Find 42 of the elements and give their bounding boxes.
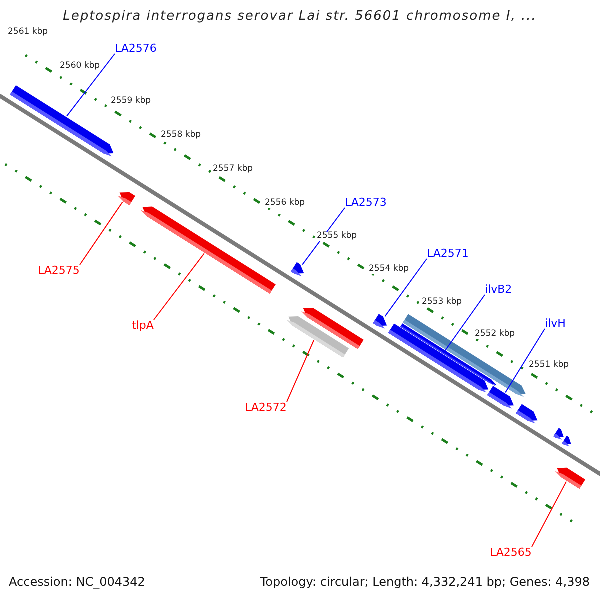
gene-label: LA2576 (115, 43, 157, 54)
gene-label: LA2575 (38, 265, 80, 276)
gene-label: LA2565 (490, 547, 532, 558)
leader-line (286, 340, 314, 402)
scale-label: 2556 kbp (265, 199, 306, 208)
scale-label: 2561 kbp (8, 28, 48, 36)
scale-label: 2559 kbp (111, 97, 152, 106)
gene-feature (555, 468, 586, 489)
gene-feature (554, 428, 564, 440)
scale-label: 2557 kbp (213, 165, 254, 174)
gene-label: ilvH (545, 318, 566, 329)
gene-feature (118, 192, 136, 206)
gene-feature (516, 404, 538, 424)
leader-line (442, 294, 486, 354)
scale-label: 2558 kbp (161, 131, 202, 140)
gene-label: tlpA (132, 320, 154, 331)
leader-line (154, 253, 205, 320)
scale-label: 2551 kbp (529, 361, 570, 370)
gene-feature (291, 262, 304, 277)
gene-feature (373, 314, 388, 329)
leader-line (66, 54, 116, 117)
leader-line (80, 202, 124, 266)
footer-text: Accession: NC_004342 (9, 576, 146, 588)
scale-label: 2553 kbp (422, 298, 462, 306)
leader-line (302, 208, 346, 266)
gene-feature (286, 316, 350, 358)
scale-label: 2555 kbp (317, 232, 358, 240)
leader-line (505, 328, 546, 394)
gene-label: LA2573 (345, 197, 387, 208)
footer-text: Topology: circular; Length: 4,332,241 bp; Genes: 4,398 (260, 576, 590, 588)
leader-line (532, 481, 567, 548)
scale-label: 2554 kbp (369, 265, 410, 274)
gene-label: LA2572 (245, 402, 287, 413)
gene-feature (140, 206, 276, 294)
gene-label: LA2571 (427, 248, 469, 259)
gene-feature (487, 386, 514, 409)
leader-line (384, 258, 428, 318)
gene-feature (562, 436, 572, 447)
title: Leptospira interrogans serovar Lai str. 56601 chromosome I, ... (62, 10, 538, 23)
gene-label: ilvB2 (485, 284, 512, 295)
scale-label: 2552 kbp (475, 330, 516, 338)
scale-label: 2560 kbp (60, 62, 100, 70)
